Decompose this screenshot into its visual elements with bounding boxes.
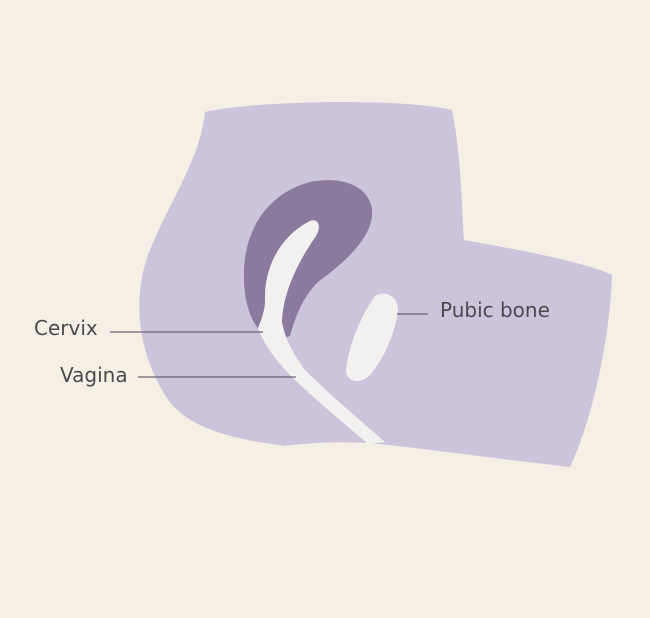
pelvis-body-shape <box>139 101 613 467</box>
pubic-bone-shape <box>346 293 398 382</box>
cervix-label: Cervix <box>34 316 98 340</box>
pubic-bone-label: Pubic bone <box>440 298 550 322</box>
vagina-label: Vagina <box>60 363 128 387</box>
vaginal-canal-shape <box>258 220 385 444</box>
